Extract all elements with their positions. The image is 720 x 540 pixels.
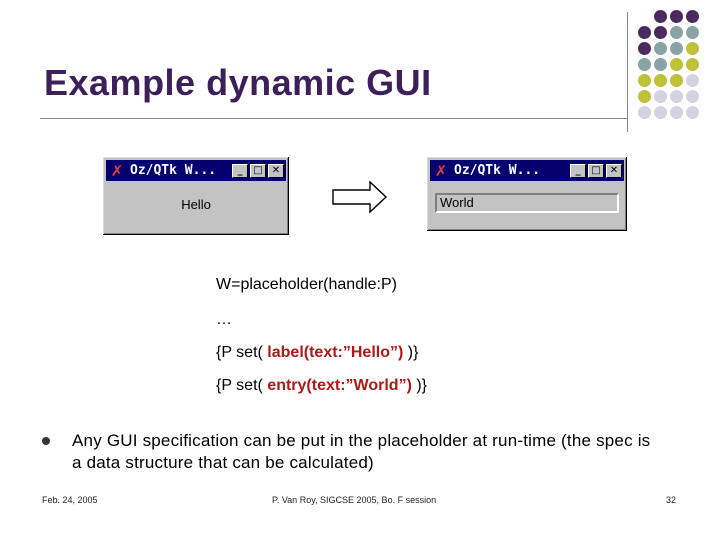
decorative-dot [686, 58, 699, 71]
decorative-dot [686, 42, 699, 55]
decorative-dot [654, 58, 667, 71]
window-before-body: Hello [106, 183, 286, 232]
decorative-dot [686, 90, 699, 103]
maximize-button[interactable]: □ [250, 163, 266, 178]
decorative-dot [670, 42, 683, 55]
decorative-dot [638, 42, 651, 55]
hello-label: Hello [181, 197, 211, 212]
decorative-dot [670, 74, 683, 87]
code-line-1: W=placeholder(handle:P) [216, 276, 397, 293]
footer-page-number: 32 [666, 495, 677, 505]
world-entry-field[interactable]: World [435, 193, 619, 213]
vertical-divider [627, 12, 628, 132]
decorative-dot [638, 90, 651, 103]
close-button[interactable]: ✕ [268, 163, 284, 178]
slide-title: Example dynamic GUI [44, 62, 432, 103]
decorative-dot [686, 26, 699, 39]
window-after: ✗ Oz/QTk W... _ □ ✕ World [426, 156, 628, 232]
code-line-3-highlight: label(text:”Hello”) [267, 344, 404, 361]
code-line-3-prefix: {P set( [216, 344, 268, 361]
decorative-dot [638, 74, 651, 87]
minimize-button[interactable]: _ [570, 163, 586, 178]
decorative-dot [638, 58, 651, 71]
right-arrow-icon [332, 180, 388, 214]
maximize-button[interactable]: □ [588, 163, 604, 178]
footer-author: P. Van Roy, SIGCSE 2005, Bo. F session [272, 495, 437, 505]
decorative-dot [686, 106, 699, 119]
close-button[interactable]: ✕ [606, 163, 622, 178]
bullet-dot-icon [42, 437, 50, 445]
app-x-icon: ✗ [434, 161, 448, 180]
decorative-dot [670, 106, 683, 119]
code-line-4-highlight: entry(text:”World”) [267, 377, 412, 394]
decorative-dot [654, 90, 667, 103]
code-line-3: {P set( label(text:”Hello”) )} [216, 344, 418, 362]
bullet-text: Any GUI specification can be put in the … [72, 431, 651, 472]
code-line-3-suffix: )} [403, 344, 419, 361]
window-before-titlebar[interactable]: ✗ Oz/QTk W... _ □ ✕ [106, 160, 286, 181]
decorative-dot [654, 10, 667, 23]
decorative-dot [654, 26, 667, 39]
decorative-dot [654, 106, 667, 119]
window-after-titlebar[interactable]: ✗ Oz/QTk W... _ □ ✕ [430, 160, 624, 181]
decorative-dot [686, 74, 699, 87]
decorative-dot [638, 26, 651, 39]
title-underline [40, 118, 628, 119]
decorative-dot [654, 42, 667, 55]
window-after-body: World [430, 183, 624, 228]
code-line-4: {P set( entry(text:”World”) )} [216, 377, 427, 395]
decorative-dot [670, 10, 683, 23]
decorative-dot [638, 106, 651, 119]
code-line-4-suffix: )} [411, 377, 428, 394]
window-before: ✗ Oz/QTk W... _ □ ✕ Hello [102, 156, 290, 236]
window-before-title: Oz/QTk W... [130, 163, 217, 178]
code-line-4-prefix: {P set( [216, 377, 268, 394]
decorative-dot [670, 90, 683, 103]
footer-date: Feb. 24, 2005 [42, 495, 98, 505]
app-x-icon: ✗ [110, 161, 124, 180]
decorative-dot [670, 26, 683, 39]
decorative-dot [654, 74, 667, 87]
window-after-title: Oz/QTk W... [454, 163, 541, 178]
decorative-dot [670, 58, 683, 71]
decorative-dot [686, 10, 699, 23]
minimize-button[interactable]: _ [232, 163, 248, 178]
code-line-2: … [216, 311, 232, 328]
